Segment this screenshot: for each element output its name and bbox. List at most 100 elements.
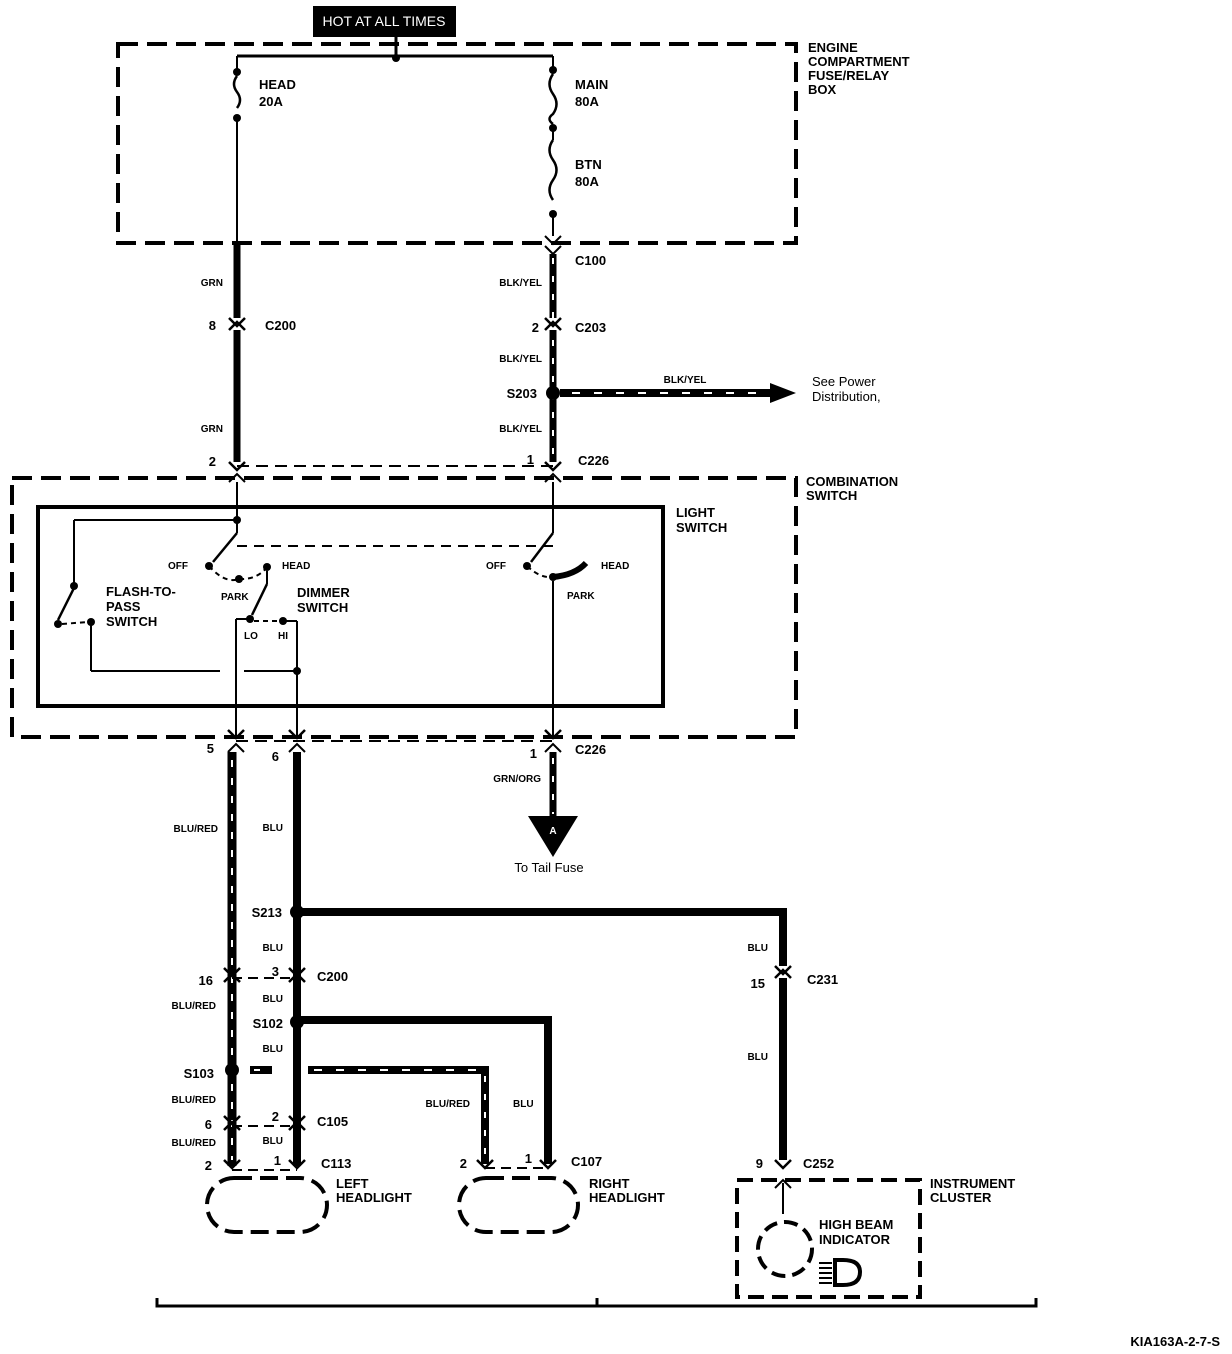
c231-pin: 15 [751, 976, 765, 991]
splice-s102: S102 [253, 1015, 304, 1031]
c203-label: C203 [575, 320, 606, 335]
instrument-cluster: INSTRUMENT CLUSTER HIGH BEAM INDICATOR [735, 1176, 1015, 1299]
c226-bottom-pin-6: 6 [272, 749, 279, 764]
grn-org-label: GRN/ORG [493, 774, 541, 785]
c107-pin-1: 1 [525, 1151, 532, 1166]
blu-label-1: BLU [262, 823, 283, 834]
c226-bottom-label: C226 [575, 742, 606, 757]
c113-pin-1: 1 [274, 1153, 281, 1168]
blu-label-2: BLU [262, 943, 283, 954]
left-headlight: LEFT HEADLIGHT [205, 1176, 412, 1234]
blk-yel-label-2: BLK/YEL [499, 354, 542, 365]
c226-top-pin-right: 1 [527, 452, 534, 467]
blu-red-label-3: BLU/RED [172, 1095, 216, 1106]
right-headlight-blu-branch: BLU [297, 1016, 552, 1164]
connector-c113: 2 1 C113 [205, 1153, 352, 1173]
hot-at-all-times-label: HOT AT ALL TIMES [323, 13, 446, 29]
dimmer-lo: LO [244, 631, 258, 642]
connector-c252: 9 C252 [756, 1156, 834, 1214]
splice-s103: S103 [184, 1063, 239, 1081]
fuse-box-title-line-2: COMPARTMENT [808, 54, 910, 69]
connector-c226-top: 2 1 C226 [209, 452, 609, 483]
blu-trunk: BLU BLU BLU BLU BLU [262, 752, 301, 1166]
blu-red-trunk: BLU/RED BLU/RED BLU/RED BLU/RED [172, 752, 237, 1166]
fuse-box-title-line-3: FUSE/RELAY [808, 68, 889, 83]
c231-wire-label-1: BLU [747, 943, 768, 954]
figure-code: KIA163A-2-7-S [1130, 1334, 1220, 1349]
c231-wire-label-2: BLU [747, 1052, 768, 1063]
left-switch-head: HEAD [282, 561, 310, 572]
tail-fuse-branch: GRN/ORG A To Tail Fuse [493, 752, 584, 875]
connector-c105: 6 2 C105 [205, 1109, 348, 1132]
c200-bottom-label: C200 [317, 969, 348, 984]
power-distribution-branch: BLK/YEL See Power Distribution, [560, 374, 881, 404]
light-switch-outline [36, 505, 665, 708]
right-headlight-blu-red-branch: BLU/RED [250, 1066, 489, 1164]
left-switch-off: OFF [168, 561, 188, 572]
high-beam-icon [819, 1258, 863, 1287]
c200-top-pin: 8 [209, 318, 216, 333]
c200-bottom-pin-3: 3 [272, 964, 279, 979]
light-switch-title-1: LIGHT [676, 505, 715, 520]
light-switch-title-2: SWITCH [676, 520, 727, 535]
blu-red-label-1: BLU/RED [174, 824, 218, 835]
c252-label: C252 [803, 1156, 834, 1171]
fuse-box-title-line-4: BOX [808, 82, 837, 97]
left-switch-park: PARK [221, 592, 249, 603]
c113-label: C113 [321, 1156, 351, 1171]
s203-label: S203 [507, 386, 537, 401]
right-headlight-line-1: RIGHT [589, 1176, 630, 1191]
connector-c200-bottom: 16 3 C200 [199, 964, 349, 988]
btn-fuse-rating: 80A [575, 174, 599, 189]
flash-to-pass-line-2: PASS [106, 599, 141, 614]
hot-at-all-times-box: HOT AT ALL TIMES [313, 6, 456, 37]
s102-label: S102 [253, 1016, 283, 1031]
btn-fuse-name: BTN [575, 157, 602, 172]
dimmer-title-2: SWITCH [297, 600, 348, 615]
light-switch-title: LIGHT SWITCH [676, 505, 727, 535]
high-beam-indicator-line-1: HIGH BEAM [819, 1217, 893, 1232]
head-fuse: HEAD 20A [232, 56, 296, 244]
head-fuse-rating: 20A [259, 94, 283, 109]
connector-c107: 2 1 C107 [460, 1151, 602, 1171]
power-branch-wire-label: BLK/YEL [664, 375, 707, 386]
blu-label-5: BLU [262, 1136, 283, 1147]
tail-fuse-marker: A [549, 826, 556, 837]
connector-c203: 2 C203 [532, 317, 606, 335]
fuse-box-title-line-1: ENGINE [808, 40, 858, 55]
right-switch-head: HEAD [601, 561, 629, 572]
grn-wire-label-2: GRN [201, 424, 223, 435]
grn-wire-label-1: GRN [201, 278, 223, 289]
combination-switch-title-1: COMBINATION [806, 474, 898, 489]
right-headlight-blu-red-label: BLU/RED [426, 1099, 470, 1110]
combination-switch-outline [10, 476, 798, 739]
c226-bottom-pin-1: 1 [530, 746, 537, 761]
main-fuse: MAIN 80A [548, 56, 608, 132]
fuse-relay-box-outline [116, 42, 798, 245]
c200-bottom-pin-16: 16 [199, 973, 213, 988]
c226-top-pin-left: 2 [209, 454, 216, 469]
left-light-switch-wiring: OFF HEAD PARK [74, 482, 553, 603]
c113-pin-2: 2 [205, 1158, 212, 1173]
right-switch-park: PARK [567, 591, 595, 602]
blu-red-label-4: BLU/RED [172, 1138, 216, 1149]
dimmer-switch: LO HI DIMMER SWITCH [235, 571, 350, 738]
fuse-box-title: ENGINE COMPARTMENT FUSE/RELAY BOX [808, 40, 910, 97]
right-headlight: RIGHT HEADLIGHT [457, 1176, 665, 1234]
power-distribution-line-1: See Power [812, 374, 876, 389]
c107-label: C107 [571, 1154, 602, 1169]
c100-label: C100 [575, 253, 606, 268]
splice-s213: S213 [252, 905, 304, 920]
btn-fuse: BTN 80A [548, 130, 602, 236]
s103-label: S103 [184, 1066, 214, 1081]
blu-label-4: BLU [262, 1044, 283, 1055]
connector-c226-bottom: 5 6 1 C226 [207, 729, 606, 764]
blk-yel-label-3: BLK/YEL [499, 424, 542, 435]
c231-label: C231 [807, 972, 838, 987]
c105-pin-6: 6 [205, 1117, 212, 1132]
combination-switch-title-2: SWITCH [806, 488, 857, 503]
splice-s203: S203 [507, 386, 560, 401]
instrument-branch: BLU 15 C231 BLU [297, 908, 838, 1160]
c105-label: C105 [317, 1114, 348, 1129]
